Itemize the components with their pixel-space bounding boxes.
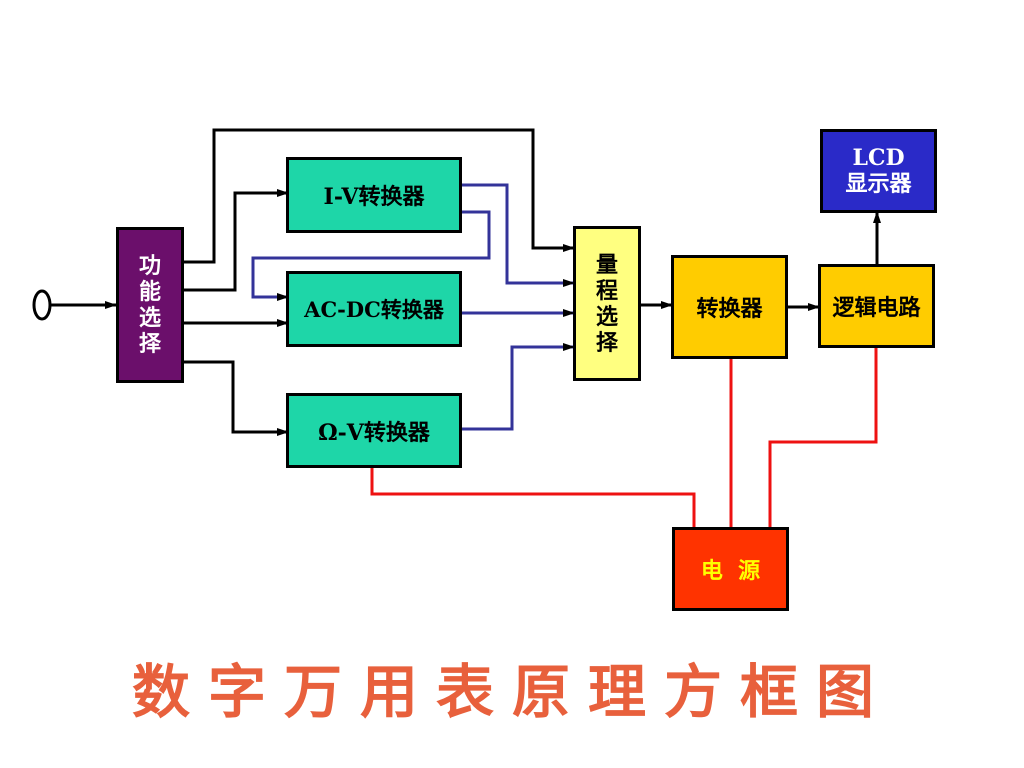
function-select-char-2: 能 bbox=[138, 279, 161, 305]
range-select-char-3: 选 bbox=[595, 303, 618, 330]
wire-func-to-range-top bbox=[184, 128, 575, 264]
range-select-char-2: 程 bbox=[595, 277, 618, 304]
logic-circuit-block: 逻辑电路 bbox=[818, 264, 935, 348]
wire-func-to-iv bbox=[184, 189, 289, 292]
acdc-converter-block: AC-DC转换器 bbox=[286, 271, 462, 347]
wire-func-to-ohm bbox=[184, 360, 289, 436]
wire-iv-to-acdc bbox=[251, 210, 491, 301]
power-wire-ohm bbox=[370, 466, 696, 528]
range-select-char-1: 量 bbox=[595, 251, 618, 278]
wire-ohm-to-range bbox=[460, 343, 575, 431]
function-select-char-1: 功 bbox=[138, 253, 161, 279]
input-terminal bbox=[32, 289, 52, 321]
function-select-char-4: 择 bbox=[138, 331, 161, 357]
acdc-converter-label: AC-DC转换器 bbox=[304, 297, 444, 322]
function-select-block: 功 能 选 择 bbox=[116, 227, 184, 383]
lcd-display-line1: LCD bbox=[852, 145, 905, 171]
lcd-display-line2: 显示器 bbox=[845, 171, 912, 197]
diagram-title: 数字万用表原理方框图 bbox=[131, 658, 892, 726]
ohm-converter-block: Ω-V转换器 bbox=[286, 393, 462, 468]
ohm-converter-label: Ω-V转换器 bbox=[318, 419, 430, 446]
logic-circuit-label: 逻辑电路 bbox=[832, 295, 921, 321]
lcd-display-block: LCD 显示器 bbox=[820, 129, 937, 213]
iv-converter-block: I-V转换器 bbox=[286, 157, 462, 233]
converter-block: 转换器 bbox=[671, 255, 788, 359]
power-wire-logic bbox=[768, 346, 878, 528]
wire-iv-to-range bbox=[460, 183, 575, 287]
power-supply-label: 电 源 bbox=[700, 558, 761, 584]
range-select-char-4: 择 bbox=[595, 329, 618, 356]
converter-label: 转换器 bbox=[696, 296, 763, 322]
iv-converter-label: I-V转换器 bbox=[323, 184, 425, 210]
range-select-block: 量 程 选 择 bbox=[573, 226, 641, 381]
power-supply-block: 电 源 bbox=[672, 527, 789, 611]
function-select-char-3: 选 bbox=[138, 305, 161, 331]
